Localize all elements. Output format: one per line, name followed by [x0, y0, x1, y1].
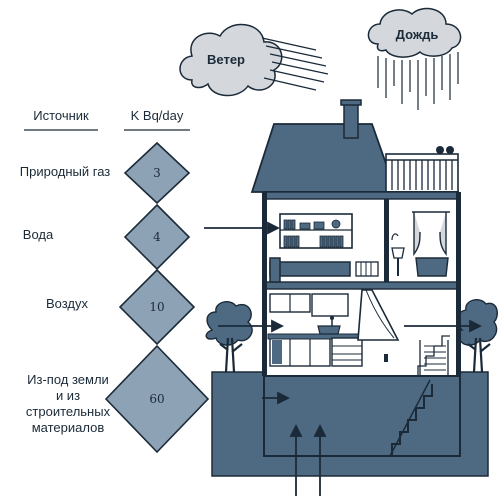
stairwell	[357, 289, 450, 376]
bedroom	[269, 213, 379, 283]
value-ground: 60	[149, 392, 165, 406]
source-label-water: Вода	[22, 227, 54, 242]
source-label-gas: Природный газ	[19, 164, 111, 179]
basement-stairs	[391, 384, 433, 456]
rain-label: Дождь	[395, 27, 439, 42]
rain-lines	[377, 52, 459, 110]
diamond-ground	[104, 344, 210, 454]
wind-cloud	[179, 23, 283, 97]
source-header: Источник	[33, 108, 89, 123]
unit-header: K Bq/day	[130, 108, 184, 123]
source-label-air: Воздух	[45, 296, 88, 311]
balcony	[385, 146, 459, 193]
chimney	[343, 103, 359, 139]
wind-label: Ветер	[207, 52, 245, 67]
arrows	[204, 221, 483, 496]
tree-left	[205, 301, 253, 373]
source-label-ground: Из-под земли и из строительных материало…	[25, 372, 111, 435]
diamond-air	[118, 268, 196, 346]
value-gas: 3	[153, 166, 161, 180]
roof	[250, 99, 398, 193]
value-air: 10	[149, 300, 165, 314]
bathroom	[391, 211, 450, 277]
wind-lines	[261, 37, 329, 91]
basement	[263, 375, 461, 457]
rain-cloud	[367, 7, 462, 58]
kitchen	[267, 293, 365, 367]
diamond-gas	[123, 141, 191, 205]
value-water: 4	[153, 230, 161, 244]
